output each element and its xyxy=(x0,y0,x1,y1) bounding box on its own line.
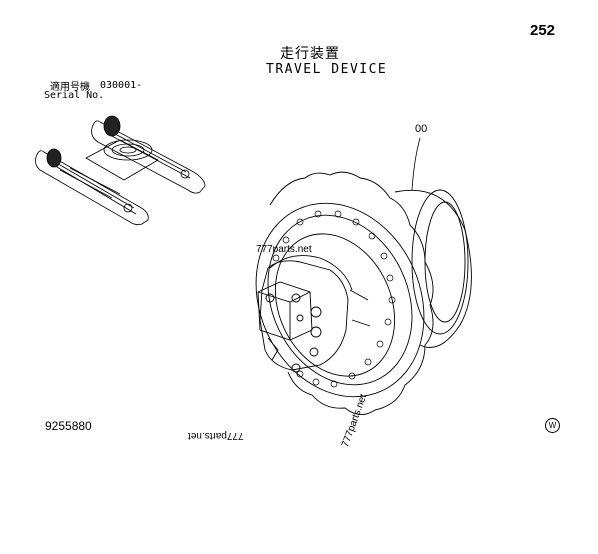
bolt-ring xyxy=(272,210,396,388)
watermark-text: 777parts.net xyxy=(256,244,312,255)
serial-number-value: 030001- xyxy=(100,80,143,91)
page-title-japanese: 走行装置 xyxy=(280,46,340,62)
callout-label: 00 xyxy=(415,123,428,135)
page-title-english: TRAVEL DEVICE xyxy=(266,62,388,77)
undercarriage-overview xyxy=(35,115,206,226)
serial-label-english: Serial No. xyxy=(44,90,105,101)
circled-w-mark: W xyxy=(545,418,560,433)
serial-label-japanese: 適用号機 xyxy=(50,82,90,93)
watermark-text: 777parts.net xyxy=(188,430,244,441)
travel-device-drawing xyxy=(255,171,472,415)
callout-leader-line xyxy=(411,137,421,191)
page-number: 252 xyxy=(530,22,556,39)
drawing-number: 9255880 xyxy=(45,419,92,433)
